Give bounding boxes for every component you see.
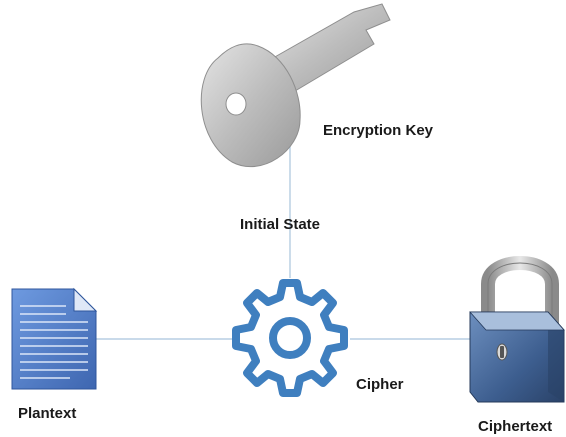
ciphertext-label: Ciphertext (478, 418, 553, 435)
document-icon (11, 287, 98, 390)
cipher-label: Cipher (356, 376, 404, 393)
key-icon (200, 3, 391, 168)
initial-state-label: Initial State (240, 216, 321, 233)
encryption-key-label: Encryption Key (323, 122, 434, 139)
gear-icon (232, 279, 348, 397)
padlock-icon (469, 256, 565, 403)
plaintext-label: Plantext (18, 405, 77, 422)
